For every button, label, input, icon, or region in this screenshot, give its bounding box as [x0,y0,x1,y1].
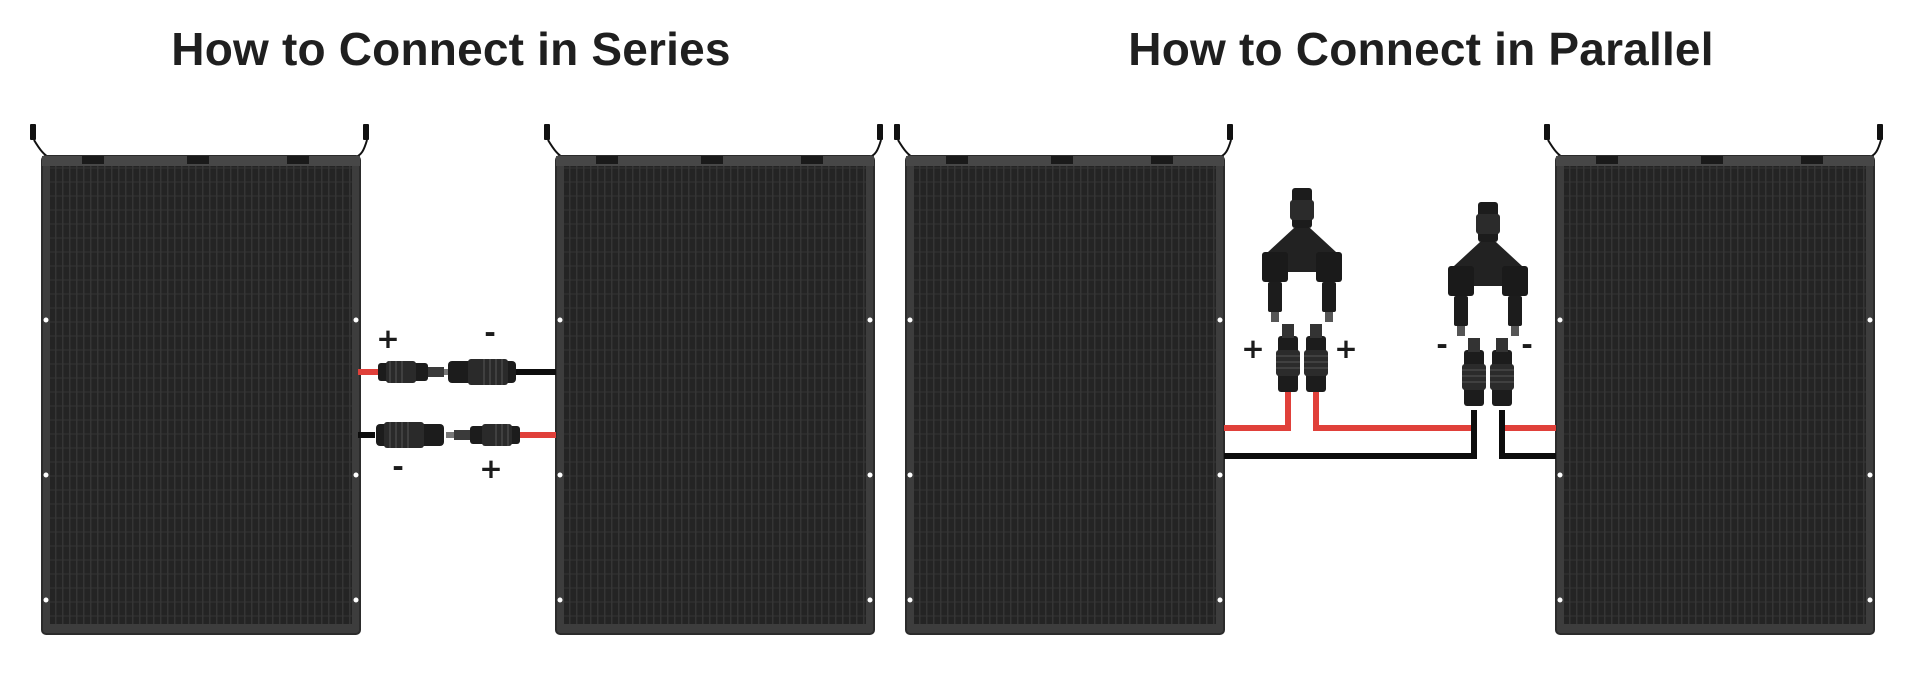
series-connector-positive-male-b [445,423,521,447]
parallel-branch-connector-positive [1262,188,1342,322]
parallel-connector-positive-a [1275,323,1301,393]
parallel-title: How to Connect in Parallel [1128,23,1714,75]
parallel-cable-right-negative [1499,410,1556,459]
parallel-sign-left-a: + [1241,332,1264,365]
series-title: How to Connect in Series [171,23,731,75]
parallel-sign-right-a: - [1436,328,1448,361]
parallel-cable-left-positive [1224,385,1291,431]
series-panel-left [29,123,370,635]
parallel-sign-right-b: - [1521,328,1533,361]
parallel-cable-positive-bus [1313,385,1474,431]
parallel-panel-left [893,123,1234,635]
series-sign-top-right: - [484,316,496,349]
parallel-sign-left-b: + [1334,332,1357,365]
series-connector-negative-female-b [375,421,445,449]
parallel-connector-negative-b [1489,337,1515,407]
series-panel-right [543,123,884,635]
parallel-branch-connector-negative [1448,202,1528,336]
series-sign-bottom-left: - [392,450,404,483]
parallel-connector-negative-a [1461,337,1487,407]
parallel-connector-positive-b [1303,323,1329,393]
parallel-cable-negative-bus [1224,410,1477,459]
parallel-panel-right [1543,123,1884,635]
series-sign-bottom-right: + [479,452,502,485]
series-sign-top-left: + [376,322,399,355]
series-connector-negative-female [447,358,517,386]
series-connector-positive-male [377,360,453,384]
